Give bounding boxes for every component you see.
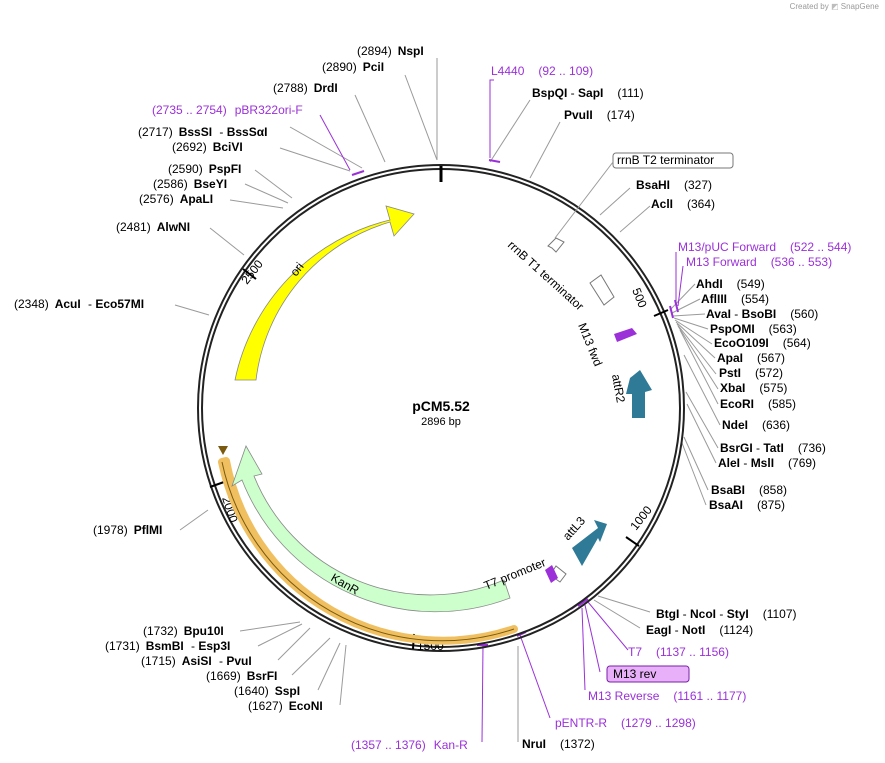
- tick-label-500: 500: [629, 286, 650, 310]
- site-bsssi[interactable]: (2717)BssSI - BssSαI: [138, 125, 267, 139]
- site-alwni[interactable]: (2481)AlwNI: [116, 220, 190, 234]
- credit-brand: SnapGene: [840, 2, 879, 11]
- m13-fwd-arrow[interactable]: [614, 328, 637, 342]
- site-bspqi[interactable]: BspQI - SapI(111): [532, 86, 644, 100]
- t7-promoter-icon[interactable]: [549, 565, 567, 583]
- primer-l4440[interactable]: L4440(92 .. 109): [491, 64, 593, 78]
- t7-promoter-label: T7 promoter: [482, 555, 548, 592]
- site-bsaai[interactable]: BsaAI(875): [709, 498, 785, 512]
- primer-m13-reverse[interactable]: M13 Reverse(1161 .. 1177): [588, 689, 746, 703]
- site-sspi[interactable]: (1640)SspI: [234, 684, 300, 698]
- kanr-feature-arrow[interactable]: [231, 445, 511, 613]
- primer-m13-puc-forward[interactable]: M13/pUC Forward(522 .. 544): [678, 240, 851, 254]
- site-avai[interactable]: AvaI - BsoBI(560): [706, 307, 818, 321]
- site-pvuii[interactable]: PvuII(174): [564, 108, 635, 122]
- site-nspi[interactable]: (2894)NspI: [357, 44, 424, 58]
- site-bpu10i[interactable]: (1732)Bpu10I: [143, 624, 224, 638]
- site-btgi[interactable]: BtgI - NcoI - StyI(1107): [656, 607, 797, 621]
- site-psti[interactable]: PstI(572): [719, 366, 783, 380]
- tick-label-1000: 1000: [627, 503, 655, 533]
- site-acui[interactable]: (2348)AcuI - Eco57MI: [14, 297, 144, 311]
- primer-lines: [319, 79, 684, 743]
- snapgene-logo-icon: ◩: [830, 2, 839, 11]
- site-pspfi[interactable]: (2590)PspFI: [168, 162, 241, 176]
- rrnb-t1-icon[interactable]: [589, 274, 615, 306]
- kanr-highlight: [218, 457, 518, 645]
- m13-fwd-label: M13 fwd: [575, 321, 605, 368]
- rrnb-t2-icon[interactable]: [547, 237, 565, 253]
- site-econi[interactable]: (1627)EcoNI: [248, 699, 323, 713]
- site-pcii[interactable]: (2890)PciI: [322, 60, 384, 74]
- kanr-highlight-arrowhead: [218, 446, 228, 455]
- site-bsrgi[interactable]: BsrGI - TatI(736): [720, 441, 826, 455]
- primer-m13-rev[interactable]: M13 rev: [613, 667, 656, 681]
- rrnb-t2-connector: [554, 161, 614, 239]
- site-ndei[interactable]: NdeI(636): [722, 418, 790, 432]
- m13-rev-label-box: [606, 665, 690, 683]
- attr2-feature-arrow[interactable]: [626, 370, 652, 418]
- site-bsmbi[interactable]: (1731)BsmBI - Esp3I: [105, 639, 230, 653]
- primer-m13-forward[interactable]: M13 Forward(536 .. 553): [686, 255, 832, 269]
- backbone-outer: [197, 164, 685, 652]
- attl3-label: attL3: [560, 514, 588, 543]
- site-apai[interactable]: ApaI(567): [717, 351, 785, 365]
- site-pflmi[interactable]: (1978)PflMI: [93, 523, 162, 537]
- site-drdi[interactable]: (2788)DrdI: [273, 81, 338, 95]
- site-nrui[interactable]: NruI(1372): [522, 737, 595, 751]
- site-bsrfi[interactable]: (1669)BsrFI: [206, 669, 277, 683]
- site-eagi[interactable]: EagI - NotI(1124): [646, 623, 753, 637]
- rrnb-t2-label: rrnB T2 terminator: [617, 153, 714, 167]
- snapgene-credit: Created by ◩ SnapGene: [790, 2, 879, 11]
- site-ahdi[interactable]: AhdI(549): [696, 277, 765, 291]
- site-bseyi[interactable]: (2586)BseYI: [153, 177, 227, 191]
- primer-t7[interactable]: T7(1137 .. 1156): [628, 645, 729, 659]
- rrnb-t1-label: rrnB T1 terminator: [505, 238, 587, 313]
- site-bsahi[interactable]: BsaHI(327): [636, 178, 712, 192]
- plasmid-size: 2896 bp: [421, 416, 461, 428]
- primer-pbr322ori-f[interactable]: (2735 .. 2754)pBR322ori-F: [152, 103, 303, 117]
- site-ecori[interactable]: EcoRI(585): [720, 397, 796, 411]
- plasmid-name: pCM5.52: [412, 398, 470, 414]
- attr2-label: attR2: [609, 373, 628, 404]
- rrnb-t2-label-box: [612, 152, 734, 169]
- site-asisi[interactable]: (1715)AsiSI - PvuI: [141, 654, 252, 668]
- site-acli[interactable]: AclI(364): [651, 197, 715, 211]
- attl3-feature-arrow[interactable]: [572, 520, 607, 566]
- primer-pentr-r[interactable]: pENTR-R(1279 .. 1298): [555, 716, 696, 730]
- m13-rev-arrow[interactable]: [545, 565, 558, 583]
- site-alei[interactable]: AleI - MslI(769): [718, 456, 816, 470]
- primer-kan-r[interactable]: (1357 .. 1376)Kan-R: [351, 738, 468, 752]
- tick-label-2500: 2500: [238, 257, 266, 287]
- site-afliii[interactable]: AflIII(554): [701, 292, 769, 306]
- site-bsabi[interactable]: BsaBI(858): [711, 483, 787, 497]
- site-bcivi[interactable]: (2692)BciVI: [172, 140, 243, 154]
- site-ecoo109i[interactable]: EcoO109I(564): [714, 336, 811, 350]
- credit-prefix: Created by: [789, 2, 829, 11]
- connector-lines: [174, 58, 721, 742]
- tick-marks: [209, 268, 669, 650]
- ori-feature-arrow[interactable]: [234, 205, 415, 381]
- site-apali[interactable]: (2576)ApaLI: [139, 192, 213, 206]
- site-pspomi[interactable]: PspOMI(563): [710, 322, 797, 336]
- site-xbai[interactable]: XbaI(575): [720, 381, 787, 395]
